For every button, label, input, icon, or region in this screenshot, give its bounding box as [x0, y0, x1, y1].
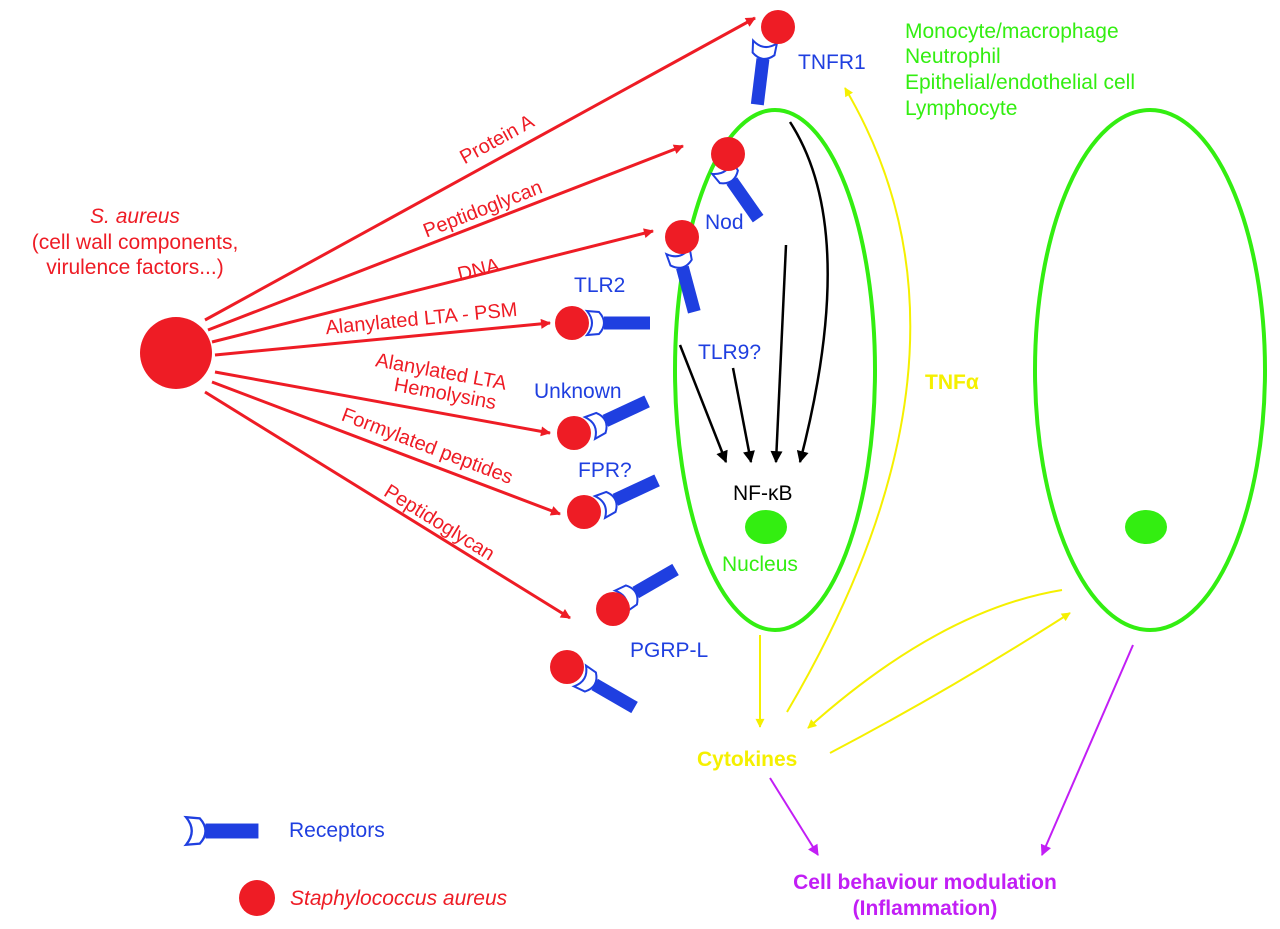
label-tnf-alpha: TNFα: [925, 371, 979, 394]
legend-staph-icon: [239, 880, 275, 916]
label-tlr9: TLR9?: [698, 341, 761, 364]
cell-type-4: Lymphocyte: [905, 97, 1017, 120]
arrow-protein-a: [204, 16, 756, 322]
label-formylated-peptides: Formylated peptides: [339, 404, 516, 489]
label-tlr2: TLR2: [574, 274, 625, 297]
label-tnfr1: TNFR1: [798, 51, 866, 74]
ligand-arrows: [204, 16, 756, 620]
arrow-peptidoglycan-bottom: [204, 390, 571, 620]
receptor-pgrp-l: [596, 558, 683, 626]
label-peptidoglycan-bottom: Peptidoglycan: [380, 480, 498, 565]
legend-receptor-icon: [184, 816, 260, 846]
arrow-formylated-peptides: [211, 380, 561, 516]
host-cell-right: [1033, 108, 1267, 632]
label-peptidoglycan-top: Peptidoglycan: [420, 176, 545, 242]
outcome-line2: (Inflammation): [853, 897, 998, 920]
arrow-dna: [211, 228, 654, 344]
receptor-fpr: [567, 468, 664, 529]
outcome-arrows: [769, 644, 1134, 857]
legend-staph-label: Staphylococcus aureus: [290, 887, 508, 910]
nucleus-left: [745, 510, 787, 544]
receptor-extra: [550, 650, 642, 719]
receptor-peptidoglycan-cell: [711, 137, 769, 227]
receptor-tlr2: [555, 306, 651, 340]
label-pgrp-l: PGRP-L: [630, 639, 708, 662]
host-cell-left: [673, 108, 877, 632]
receptor-unknown: [557, 389, 654, 450]
receptor-tnfr1: [744, 10, 795, 107]
source-line2: (cell wall components,: [32, 231, 239, 254]
label-dna: DNA: [455, 254, 502, 286]
arrow-alanylated-lta-hemolysins: [214, 370, 551, 437]
nucleus-right: [1125, 510, 1167, 544]
source-title: S. aureus: [90, 205, 180, 228]
label-cytokines: Cytokines: [697, 748, 797, 771]
cell-type-3: Epithelial/endothelial cell: [905, 71, 1135, 94]
label-nod: Nod: [705, 211, 744, 234]
arrow-alanylated-lta-psm: [214, 318, 551, 357]
outcome-line1: Cell behaviour modulation: [793, 871, 1057, 894]
receptor-nod: [665, 220, 707, 316]
nfkb-arrows: [678, 121, 829, 464]
cell-type-2: Neutrophil: [905, 45, 1001, 68]
label-fpr: FPR?: [578, 459, 632, 482]
label-unknown: Unknown: [534, 380, 622, 403]
staph-source-circle: [140, 317, 212, 389]
cell-type-1: Monocyte/macrophage: [905, 20, 1119, 43]
legend-receptors-label: Receptors: [289, 819, 385, 842]
cytokine-arrows: [755, 87, 1071, 754]
label-nucleus: Nucleus: [722, 553, 798, 576]
source-line3: virulence factors...): [46, 256, 223, 279]
arrow-peptidoglycan-top: [207, 144, 684, 332]
label-nf-kb: NF-κB: [733, 482, 793, 505]
